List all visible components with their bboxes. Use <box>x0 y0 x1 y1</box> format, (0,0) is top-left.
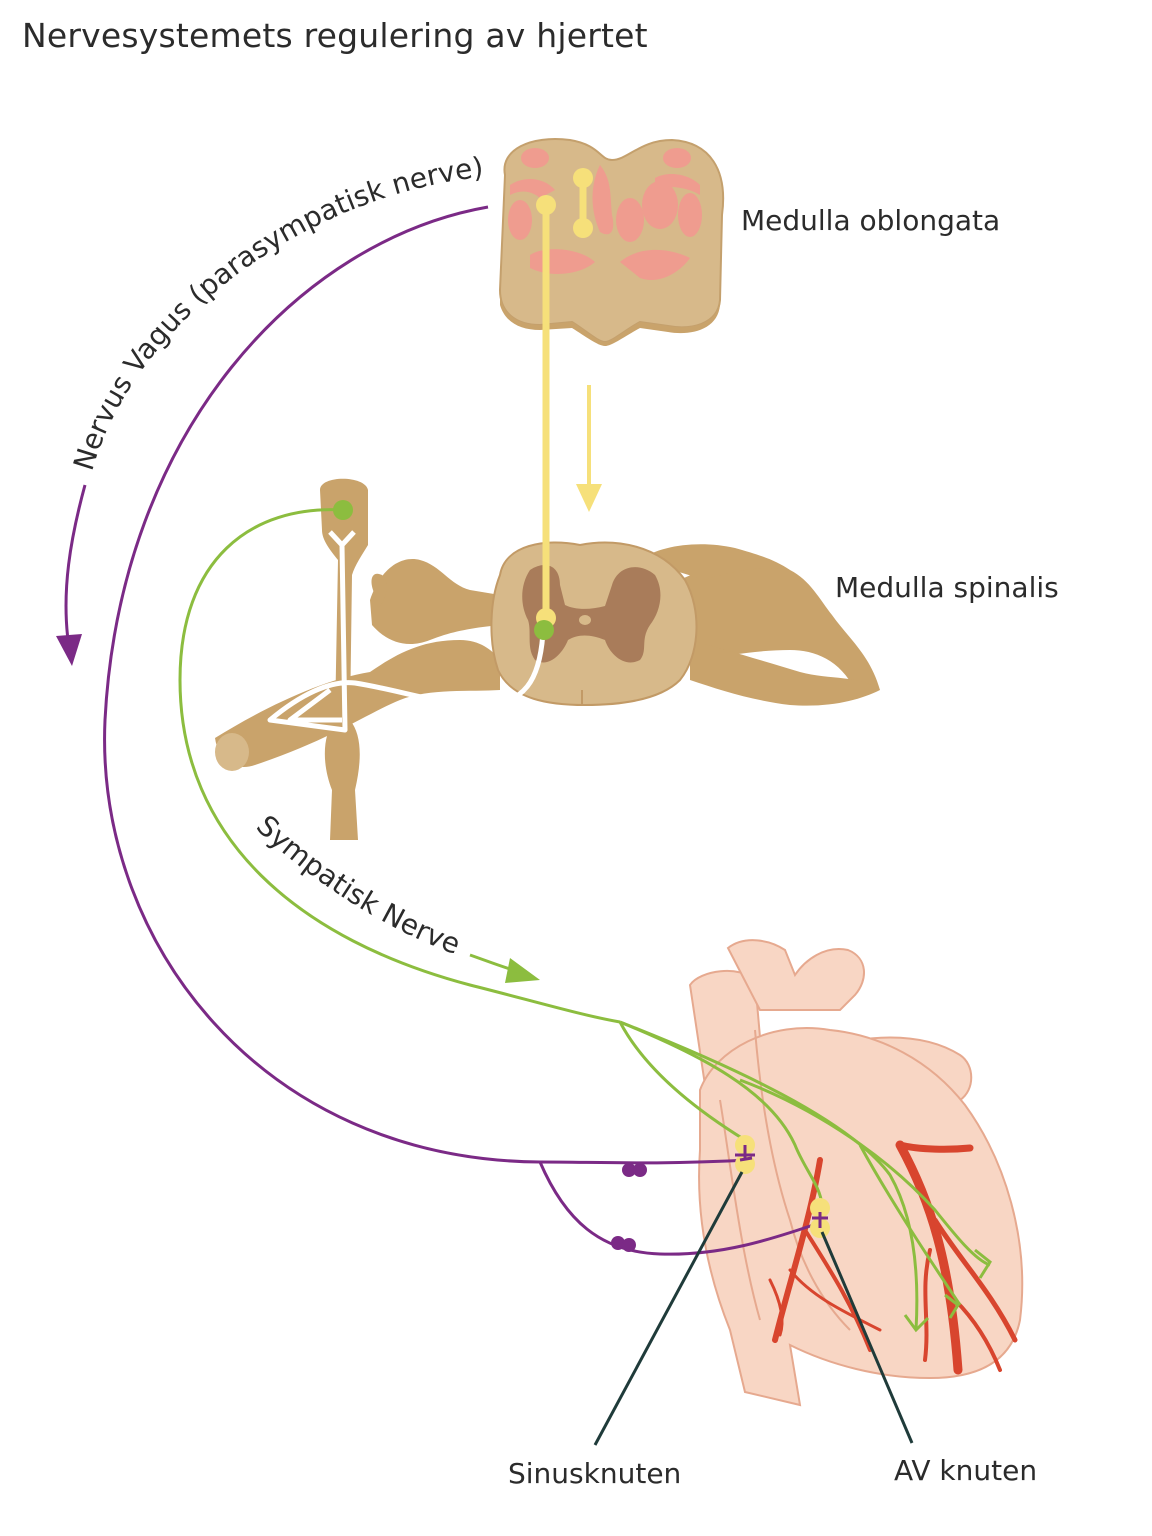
label-medulla-oblongata: Medulla oblongata <box>741 204 1000 237</box>
sympathetic-nerve <box>178 508 992 1333</box>
vagus-synapse <box>611 1163 647 1252</box>
medulla-oblongata-section <box>498 138 725 346</box>
spinal-neuron-cell <box>534 620 554 640</box>
av-node <box>810 1198 830 1238</box>
label-medulla-spinalis: Medulla spinalis <box>835 571 1059 604</box>
curved-arrow-down-icon <box>64 484 87 641</box>
arrow-down-icon <box>576 385 602 512</box>
preganglionic-pathway <box>267 530 546 733</box>
diagram-title: Nervesystemets regulering av hjertet <box>22 16 648 55</box>
descending-tract <box>536 168 593 628</box>
ganglion-neuron-cell <box>333 500 353 520</box>
sinus-node-pointer <box>593 1171 744 1446</box>
sinus-node <box>735 1135 755 1174</box>
arrow-right-icon <box>505 958 540 983</box>
label-av-node: AV knuten <box>894 1454 1037 1487</box>
label-vagus-nerve: Nervus Vagus (parasympatisk nerve) <box>67 151 485 474</box>
vagus-nerve <box>103 205 823 1256</box>
coronary-arteries <box>768 1140 1018 1375</box>
heart-illustration <box>688 939 1024 1407</box>
label-vagus-nerve-text: Nervus Vagus (parasympatisk nerve) <box>67 151 485 474</box>
av-node-pointer <box>820 1231 914 1444</box>
label-sinus-node: Sinusknuten <box>508 1457 681 1490</box>
